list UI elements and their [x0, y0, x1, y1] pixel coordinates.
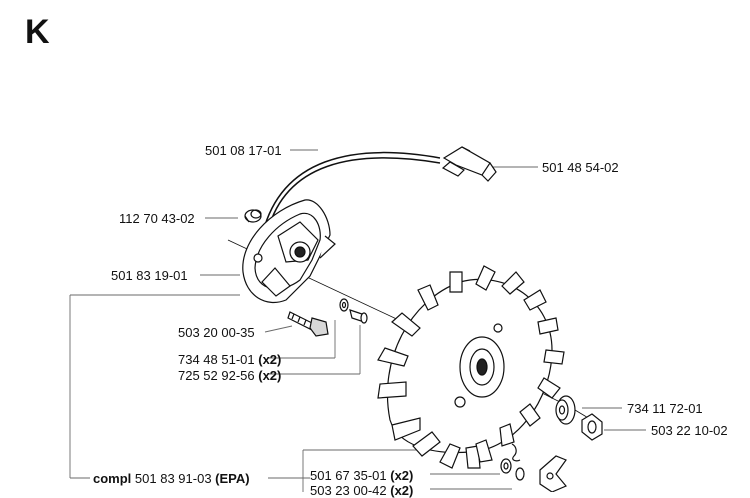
label-pawl: 501 67 35-01 (x2): [310, 468, 414, 483]
label-spacer: 725 52 92-56 (x2): [178, 368, 282, 383]
washer-large[interactable]: [555, 395, 576, 425]
grommet[interactable]: [244, 209, 262, 223]
spacer[interactable]: [349, 309, 368, 324]
label-washer: 734 48 51-01 (x2): [178, 352, 282, 367]
screw[interactable]: [287, 311, 329, 337]
nut[interactable]: [581, 413, 603, 441]
ignition-module[interactable]: [242, 199, 336, 304]
section-letter: K: [25, 13, 50, 51]
ignition-lead[interactable]: [262, 151, 441, 233]
leader-lines: [69, 149, 646, 492]
pawl[interactable]: [539, 455, 567, 492]
qty-badge: (x2): [390, 483, 414, 498]
label-nut: 503 22 10-02: [651, 423, 728, 438]
label-assembly: compl 501 83 91-03 (EPA): [93, 471, 250, 486]
qty-badge: (x2): [390, 468, 414, 483]
qty-badge: (x2): [258, 368, 282, 383]
flywheel[interactable]: [377, 265, 565, 469]
label-spring: 503 23 00-42 (x2): [310, 483, 414, 498]
spark-plug-cap[interactable]: [441, 146, 497, 182]
label-screw: 503 20 00-35: [178, 325, 255, 340]
spring[interactable]: [500, 443, 525, 481]
label-washer-large: 734 11 72-01: [627, 401, 703, 416]
qty-badge: (x2): [258, 352, 282, 367]
label-ignition-module: 501 83 19-01: [111, 268, 188, 283]
washer-small[interactable]: [339, 298, 349, 312]
label-spark-plug-cap: 501 48 54-02: [542, 160, 619, 175]
label-ignition-lead: 501 08 17-01: [205, 143, 282, 158]
label-grommet: 112 70 43-02: [119, 211, 195, 226]
